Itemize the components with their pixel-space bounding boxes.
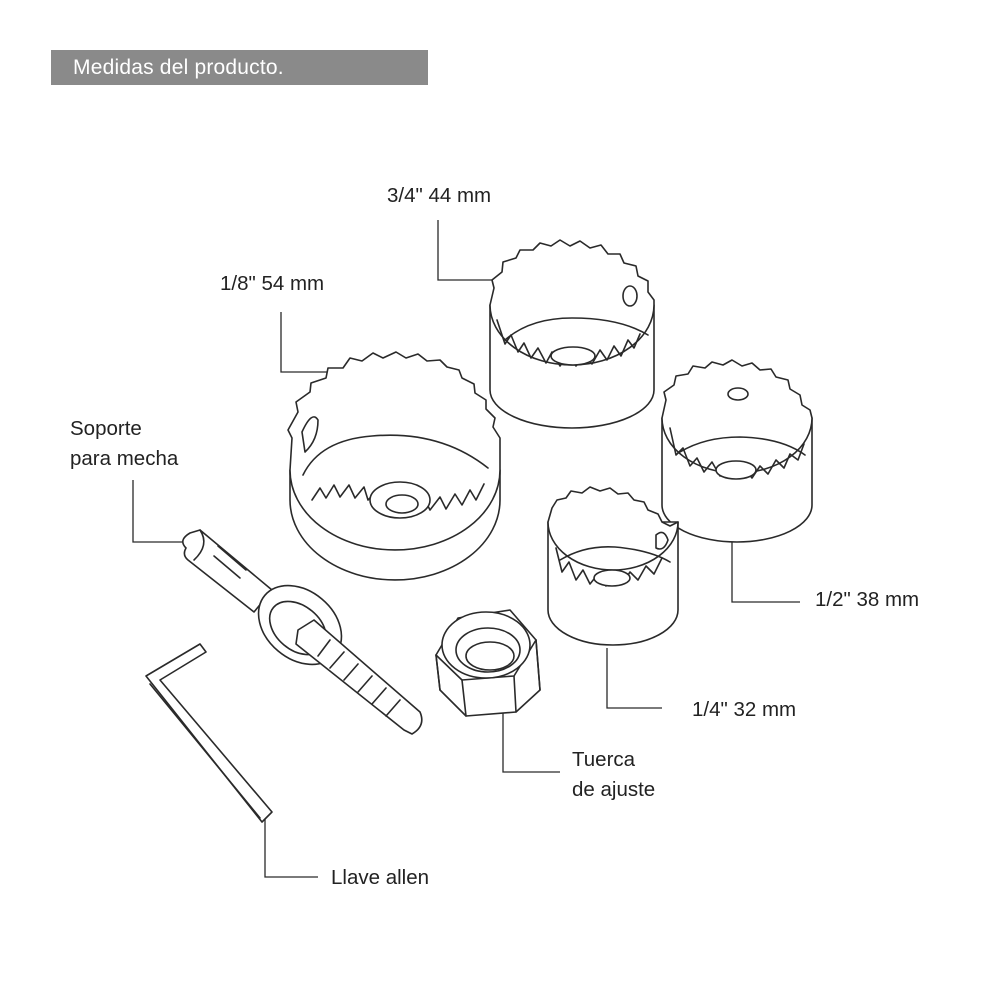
page-title: Medidas del producto. xyxy=(73,56,284,79)
hole-saw-38mm xyxy=(661,359,813,543)
label-saw-32mm: 1/4" 32 mm xyxy=(692,698,797,721)
hole-saw-54mm xyxy=(287,351,501,581)
header-bar: Medidas del producto. xyxy=(51,50,428,85)
leader-nut xyxy=(502,712,560,773)
allen-key xyxy=(145,643,273,823)
leader-lines xyxy=(132,220,800,878)
hole-saw-44mm xyxy=(489,239,655,429)
leader-mandrel xyxy=(132,480,190,543)
leader-saw-32 xyxy=(606,648,662,709)
leader-saw-54 xyxy=(280,312,333,373)
label-nut-line1: Tuerca xyxy=(572,748,636,771)
label-saw-38mm: 1/2" 38 mm xyxy=(815,588,920,611)
mandrel xyxy=(182,529,423,735)
adjusting-nut xyxy=(435,609,541,717)
hole-saw-32mm xyxy=(547,486,679,646)
label-saw-54mm: 1/8" 54 mm xyxy=(220,272,325,295)
leader-saw-38 xyxy=(731,542,800,603)
label-mandrel-line2: para mecha xyxy=(70,447,179,470)
label-mandrel-line1: Soporte xyxy=(70,417,142,440)
leader-saw-44 xyxy=(437,220,492,281)
label-nut-line2: de ajuste xyxy=(572,778,656,801)
label-allen-key: Llave allen xyxy=(331,866,430,889)
leader-allen xyxy=(264,818,318,878)
label-saw-44mm: 3/4" 44 mm xyxy=(387,184,492,207)
